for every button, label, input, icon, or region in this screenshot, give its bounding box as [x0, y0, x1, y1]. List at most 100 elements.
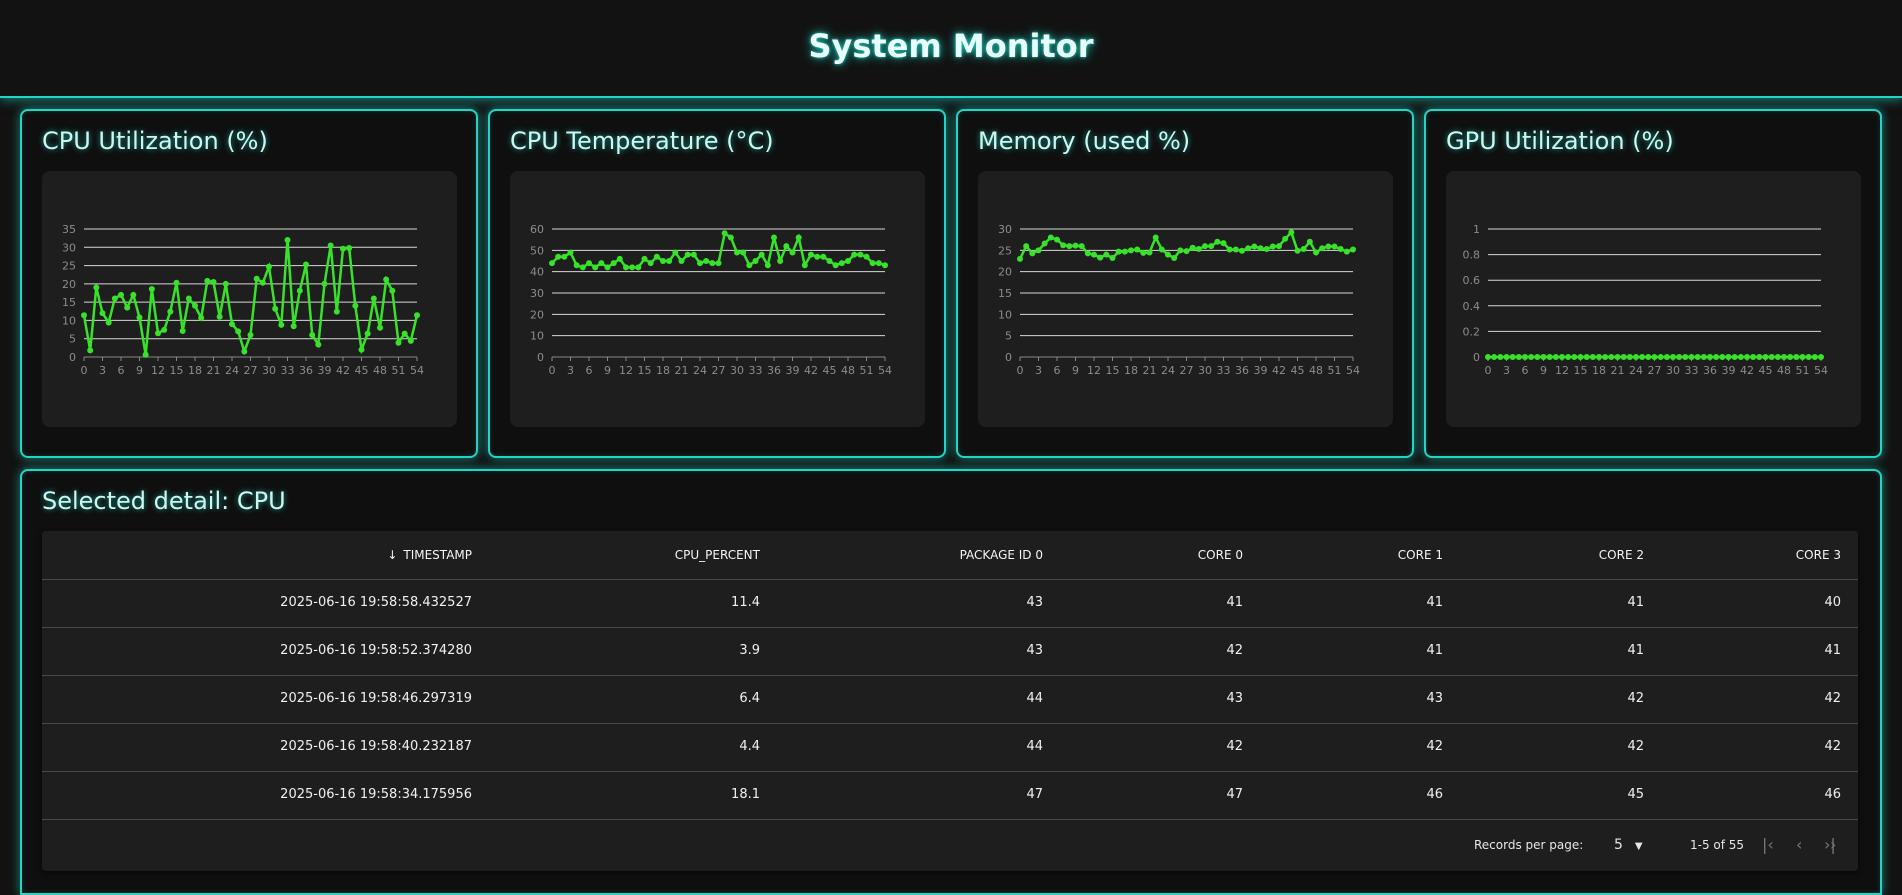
- data-point: [259, 279, 266, 286]
- data-point: [746, 262, 753, 269]
- y-tick-label: 40: [530, 266, 544, 279]
- data-point: [758, 251, 765, 258]
- data-point: [87, 347, 94, 354]
- x-tick-label: 42: [1272, 364, 1286, 377]
- data-point: [795, 234, 802, 241]
- y-tick-label: 30: [998, 223, 1012, 236]
- column-header-core-1[interactable]: CORE 1: [1397, 548, 1443, 562]
- data-point: [1694, 354, 1701, 360]
- data-point: [1787, 354, 1794, 360]
- data-point: [1276, 243, 1282, 250]
- data-point: [1165, 251, 1171, 258]
- cell-core-3: 42: [1824, 691, 1841, 706]
- x-tick-label: 48: [373, 364, 387, 377]
- data-point: [352, 302, 359, 309]
- x-tick-label: 48: [841, 364, 855, 377]
- caret-down-icon: ▼: [1634, 841, 1643, 852]
- table-row[interactable]: 2025-06-16 19:58:34.175956 18.1 47 47 46…: [42, 771, 1858, 820]
- x-tick-label: 3: [567, 364, 574, 377]
- chart-title: Memory (used %): [978, 127, 1191, 155]
- x-tick-label: 9: [604, 364, 611, 377]
- cell-timestamp: 2025-06-16 19:58:58.432527: [280, 595, 472, 610]
- data-point: [777, 258, 784, 264]
- y-tick-label: 5: [69, 333, 76, 346]
- column-header-label: TIMESTAMP: [403, 548, 472, 562]
- data-point: [1121, 248, 1128, 255]
- y-tick-label: 0: [69, 351, 76, 364]
- data-point: [1343, 248, 1350, 255]
- data-point: [1799, 354, 1806, 360]
- data-point: [1214, 238, 1221, 245]
- data-point: [1737, 354, 1744, 360]
- data-point: [1023, 243, 1030, 250]
- table-row[interactable]: 2025-06-16 19:58:46.297319 6.4 44 43 43 …: [42, 675, 1858, 724]
- x-tick-label: 24: [225, 364, 239, 377]
- data-point: [1078, 243, 1085, 250]
- table-row[interactable]: 2025-06-16 19:58:40.232187 4.4 44 42 42 …: [42, 723, 1858, 772]
- data-point: [389, 287, 396, 294]
- data-point: [1195, 246, 1202, 253]
- first-page-icon[interactable]: |‹: [1762, 835, 1774, 854]
- data-point: [709, 260, 716, 267]
- data-point: [882, 262, 888, 269]
- cell-core-0: 47: [1226, 787, 1243, 802]
- data-point: [592, 264, 599, 271]
- data-point: [321, 280, 328, 287]
- data-point: [1134, 246, 1141, 253]
- data-point: [1226, 246, 1233, 253]
- column-header-package-id-0[interactable]: PACKAGE ID 0: [959, 548, 1043, 562]
- data-point: [1282, 235, 1289, 242]
- data-point: [1577, 354, 1584, 360]
- data-point: [586, 260, 592, 267]
- cell-core-1: 41: [1426, 595, 1443, 610]
- data-point: [278, 321, 285, 328]
- data-point: [229, 321, 235, 328]
- x-tick-label: 51: [860, 364, 874, 377]
- data-point: [1128, 247, 1134, 254]
- x-tick-label: 36: [299, 364, 313, 377]
- page-size-select[interactable]: 5▼: [1614, 819, 1643, 871]
- table-row[interactable]: 2025-06-16 19:58:58.432527 11.4 43 41 41…: [42, 579, 1858, 628]
- cell-core-2: 42: [1627, 691, 1644, 706]
- data-point: [604, 264, 611, 271]
- column-header-core-0[interactable]: CORE 0: [1197, 548, 1243, 562]
- x-tick-label: 30: [730, 364, 744, 377]
- data-point: [1713, 354, 1720, 360]
- arrow-down-icon[interactable]: ↓: [387, 548, 398, 562]
- data-point: [1220, 240, 1227, 247]
- x-tick-label: 33: [1217, 364, 1231, 377]
- data-point: [820, 253, 827, 260]
- x-tick-label: 39: [1254, 364, 1268, 377]
- data-point: [253, 275, 260, 282]
- data-point: [1793, 354, 1800, 360]
- table-row[interactable]: 2025-06-16 19:58:52.374280 3.9 43 42 41 …: [42, 627, 1858, 676]
- data-point: [204, 277, 211, 284]
- x-tick-label: 12: [1087, 364, 1101, 377]
- data-point: [1306, 238, 1313, 245]
- column-header-cpu-percent[interactable]: CPU_PERCENT: [674, 548, 760, 562]
- previous-page-icon[interactable]: ‹: [1796, 835, 1803, 854]
- x-tick-label: 24: [1629, 364, 1643, 377]
- x-tick-label: 12: [619, 364, 633, 377]
- data-point: [1035, 247, 1042, 254]
- column-header-timestamp[interactable]: ↓ TIMESTAMP: [42, 531, 472, 579]
- pagination-bar: Records per page: 5▼ 1-5 of 55 |‹ ‹ › ›|: [42, 819, 1858, 871]
- page-range: 1-5 of 55: [1690, 838, 1745, 852]
- x-tick-label: 6: [1054, 364, 1061, 377]
- column-header-core-3[interactable]: CORE 3: [1795, 548, 1841, 562]
- data-point: [715, 260, 722, 267]
- data-point: [635, 264, 642, 271]
- page-title: System Monitor: [808, 27, 1094, 65]
- column-header-core-2[interactable]: CORE 2: [1598, 548, 1644, 562]
- data-point: [1750, 354, 1757, 360]
- x-tick-label: 30: [262, 364, 276, 377]
- last-page-icon[interactable]: ›|: [1824, 835, 1836, 854]
- data-point: [1047, 234, 1054, 241]
- data-point: [721, 230, 728, 237]
- next-page-icon[interactable]: ›: [1830, 835, 1837, 854]
- data-point: [1146, 249, 1153, 256]
